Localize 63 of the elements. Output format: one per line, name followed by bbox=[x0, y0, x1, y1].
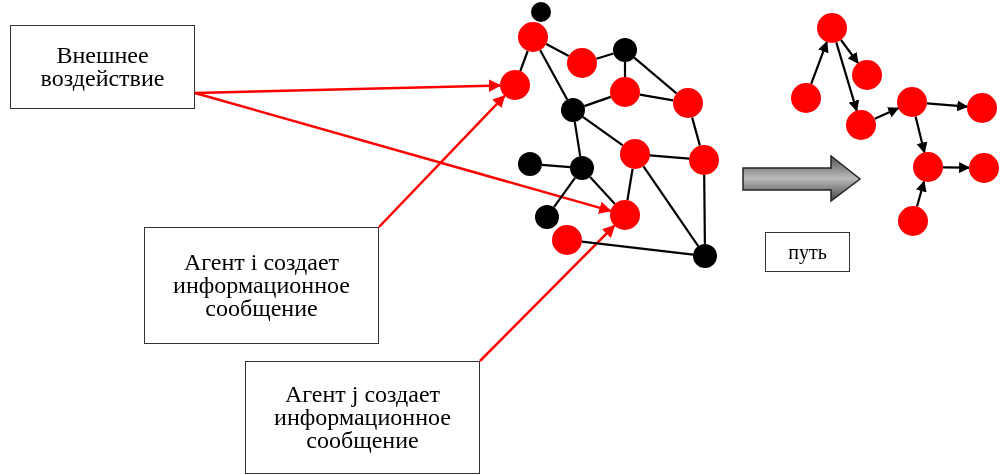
node-circle bbox=[791, 83, 821, 113]
arrow bbox=[835, 42, 860, 112]
text-box bbox=[144, 227, 379, 344]
connector-line bbox=[583, 95, 612, 108]
leader-arrow bbox=[479, 224, 616, 362]
box-label: Внешнее воздействие bbox=[39, 44, 166, 90]
connector-line bbox=[541, 163, 571, 169]
node-circle bbox=[610, 77, 640, 107]
box-label: путь bbox=[788, 242, 827, 262]
node-circle bbox=[913, 152, 943, 182]
arrow bbox=[810, 41, 829, 85]
connector-line bbox=[626, 168, 634, 201]
node-circle bbox=[693, 244, 717, 268]
node-circle bbox=[613, 38, 637, 62]
node-circle bbox=[570, 156, 594, 180]
text-box bbox=[10, 25, 195, 109]
connector-line bbox=[545, 43, 570, 57]
leader-arrow bbox=[194, 91, 612, 214]
connector-line bbox=[589, 176, 616, 205]
connector-line bbox=[581, 240, 694, 256]
connector-line bbox=[596, 52, 614, 60]
node-circle bbox=[500, 70, 530, 100]
node-circle bbox=[817, 13, 847, 43]
connector-line bbox=[553, 177, 576, 208]
arrow bbox=[874, 107, 900, 120]
node-circle bbox=[898, 206, 928, 236]
node-circle bbox=[897, 87, 927, 117]
text-box bbox=[245, 361, 480, 474]
node-circle bbox=[535, 205, 559, 229]
node-circle bbox=[610, 200, 640, 230]
connector-line bbox=[573, 121, 582, 157]
node-circle bbox=[852, 60, 882, 90]
connector-line bbox=[519, 50, 529, 72]
leader-arrow bbox=[378, 94, 506, 228]
box-label: Агент i создает информационное сообщение bbox=[172, 251, 351, 320]
arrow bbox=[943, 162, 971, 174]
node-circle bbox=[552, 225, 582, 255]
box-label: Агент j создает информационное сообщение bbox=[273, 383, 452, 452]
text-box bbox=[765, 232, 850, 272]
arrow bbox=[840, 39, 859, 64]
node-circle bbox=[969, 153, 999, 183]
arrow bbox=[926, 100, 969, 112]
node-circle bbox=[846, 110, 876, 140]
connector-line bbox=[582, 116, 624, 147]
connector-line bbox=[642, 165, 700, 247]
node-circle bbox=[518, 152, 542, 176]
arrow bbox=[915, 180, 927, 207]
node-circle bbox=[620, 139, 650, 169]
connector-line bbox=[539, 49, 569, 101]
node-circle bbox=[518, 22, 548, 52]
connector-line bbox=[691, 117, 701, 146]
node-circle bbox=[531, 2, 551, 22]
node-circle bbox=[689, 145, 719, 175]
arrow bbox=[914, 116, 928, 154]
connector-line bbox=[623, 62, 627, 77]
connector-line bbox=[649, 154, 690, 160]
node-circle bbox=[673, 88, 703, 118]
node-circle bbox=[561, 98, 585, 122]
node-circle bbox=[567, 48, 597, 78]
connector-line bbox=[633, 56, 678, 95]
connector-line bbox=[639, 93, 674, 102]
node-circle bbox=[967, 93, 997, 123]
connector-line bbox=[703, 175, 706, 244]
